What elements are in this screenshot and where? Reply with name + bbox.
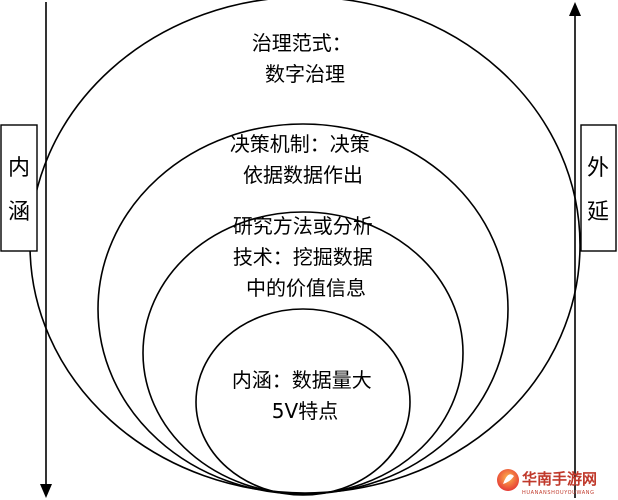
- watermark-subtext: HUANANSHOUYOUWANG: [522, 490, 595, 496]
- watermark-text: 华南手游网: [522, 470, 597, 488]
- watermark-logo: 华南手游网 HUANANSHOUYOUWANG: [497, 469, 597, 496]
- right-axis-char-1: 外: [587, 156, 609, 181]
- left-axis-arrowhead-down: [40, 484, 52, 498]
- right-axis-char-2: 延: [587, 200, 609, 225]
- left-axis-char-2: 涵: [8, 200, 30, 225]
- right-axis-arrowhead-up: [569, 2, 581, 16]
- layer-circle-connotation: [195, 308, 411, 496]
- layer-label-connotation: 内涵：数据量大 5V特点: [232, 368, 378, 423]
- watermark-leaf-icon: [503, 474, 514, 484]
- left-axis-char-1: 内: [8, 156, 30, 181]
- right-axis-label-box: [580, 124, 617, 252]
- layer-circle-method: [142, 211, 464, 495]
- layer-label-method: 研究方法或分析 技术：挖掘数据 中的价值信息: [233, 214, 379, 300]
- layer-label-decision: 决策机制：决策 依据数据作出: [230, 132, 376, 187]
- layer-label-governance: 治理范式： 数字治理: [252, 31, 358, 86]
- left-axis-label-box: [0, 124, 38, 252]
